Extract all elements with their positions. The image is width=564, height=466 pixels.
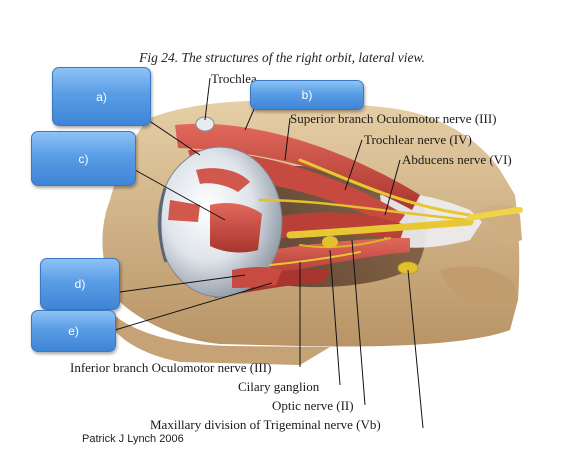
label-superior-oculomotor: Superior branch Oculomotor nerve (III) <box>290 111 497 126</box>
answer-box-d[interactable]: d) <box>40 258 120 310</box>
answer-box-c[interactable]: c) <box>31 131 136 186</box>
label-optic-nerve: Optic nerve (II) <box>272 398 354 413</box>
eyeball <box>157 146 283 298</box>
answer-box-a[interactable]: a) <box>52 67 151 126</box>
figure-title: Fig 24. The structures of the right orbi… <box>139 50 425 65</box>
label-trochlea: Trochlea <box>211 71 257 86</box>
answer-box-e[interactable]: e) <box>31 310 116 352</box>
figure-credit: Patrick J Lynch 2006 <box>82 433 184 445</box>
label-maxillary-division: Maxillary division of Trigeminal nerve (… <box>150 417 381 432</box>
answer-box-b[interactable]: b) <box>250 80 364 110</box>
nerves <box>258 158 523 275</box>
leader-lines <box>114 77 424 429</box>
label-ciliary-ganglion: Cilary ganglion <box>238 379 320 394</box>
label-abducens-nerve: Abducens nerve (VI) <box>402 152 512 167</box>
label-inferior-oculomotor: Inferior branch Oculomotor nerve (III) <box>70 360 272 375</box>
label-trochlear-nerve: Trochlear nerve (IV) <box>364 132 472 147</box>
